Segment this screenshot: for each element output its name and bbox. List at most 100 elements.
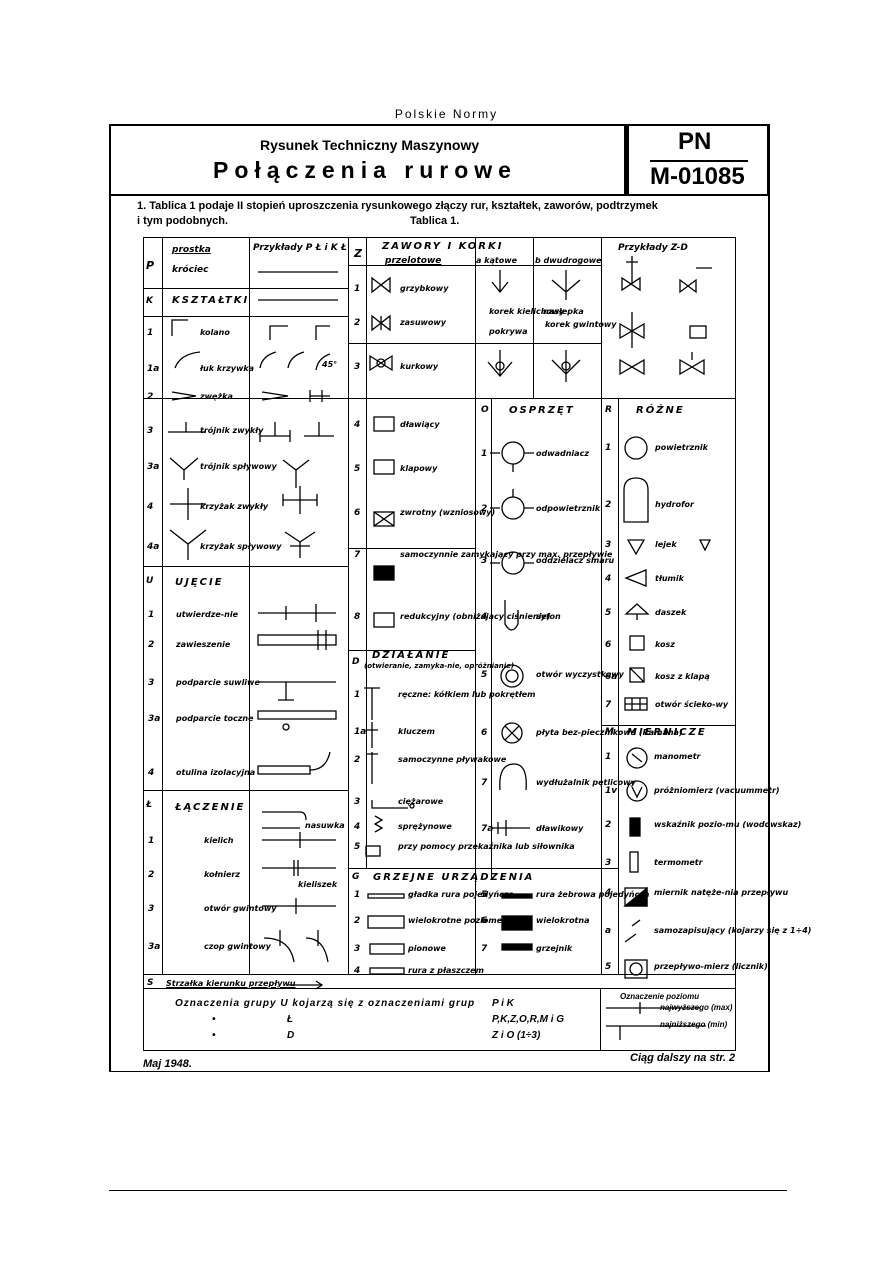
sheet-frame [109,196,769,1072]
m-row-number: a [605,926,612,936]
r-row-label: powietrznik [655,443,708,452]
footer-line3b: Z i O (1÷3) [492,1030,541,1041]
kielich-symbol [262,811,307,829]
u-row-label: zawieszenie [176,640,231,649]
d-row-number: 1 [354,690,361,700]
m-samozapis [624,919,641,943]
l-row-label: kołnierz [204,870,240,879]
z-row-number: 7 [354,550,361,560]
o-dlawikowy [492,820,530,836]
r-row-number: 1 [605,443,612,453]
najwyzszego: najwyższego (max) [660,1003,733,1012]
footer-date: Maj 1948. [143,1058,192,1070]
d-key: D [352,657,360,667]
o-row-number: 7a [481,824,494,834]
g-key: G [352,872,360,882]
z-key: Z [354,247,362,260]
zd-example-1 [621,256,641,292]
k-row-label: zwężka [200,392,233,401]
g-row-number: 4 [354,966,361,976]
g-wielokrotne [367,915,405,929]
z-row-label: klapowy [400,464,438,473]
g-wielokrotna [501,915,533,931]
k1-left [171,319,188,336]
u-row-number: 1 [148,610,155,620]
krzyzak-symbol [282,486,318,514]
d-row-number: 3 [354,797,361,807]
p-key: P [146,259,155,272]
k-row-label: trójnik zwykły [200,426,264,435]
valve-samoczynny [373,565,395,581]
r-lejek [626,539,646,556]
intro-line1: 1. Tablica 1 podaje II stopień uproszcze… [137,200,658,212]
g-row-number: 1 [354,890,361,900]
d-row-label: sprężynowe [398,822,452,831]
valve-zwrotny [373,511,395,527]
otulina-symbol [257,765,311,775]
z-row-number: 1 [354,284,361,294]
kolnierz-symbol [262,860,336,876]
d-przekaznik [365,845,381,857]
k-row-label: krzyżak zwykły [200,502,269,511]
title-block [109,124,626,196]
o-row-number: 3 [481,556,488,566]
katowy-1 [491,270,509,294]
valve-zasuwowy [371,314,391,332]
m-title: MIERNICZE [627,727,707,738]
u-row-number: 4 [148,768,155,778]
korek-kielichowy: korek kielichowy [489,307,565,316]
r-row-label: kosz [655,640,675,649]
level-min [606,1025,706,1040]
kolano-symbol [269,325,288,340]
s-label: Strzałka kierunku przepływu [166,979,296,988]
l-key: Ł [146,800,152,810]
r-row-label: daszek [655,608,687,617]
naslepka-label: nasłepka [543,307,584,316]
r-row-number: 6a [605,672,618,682]
k-row-number: 4 [147,502,154,512]
valve-klapowy [373,459,395,475]
g-plaszcz [369,967,405,975]
m-prozniomierz [626,780,648,802]
pk-header: Przykłady P Ł i K Ł [253,243,347,253]
z-row-label: redukcyjny (obniżający ciśnienie) [400,612,551,621]
o-key: O [481,405,489,415]
z-row-number: 4 [354,420,361,430]
k-row-number: 1 [147,328,154,338]
k-row-label: trójnik spływowy [200,462,277,471]
katowe-header: a kątowe [476,256,518,265]
arrow-symbol [288,980,324,990]
pn-divider [650,160,748,162]
o-wyczystkowy [500,664,524,688]
m-row-number: 1v [605,786,618,796]
g-zebrowa [501,893,533,899]
m-wskaznik [629,817,641,837]
o-row-number: 6 [481,728,488,738]
pokrywa-label: pokrywa [489,327,528,336]
pn-label: PN [678,128,712,155]
o-syfon [504,600,519,631]
r-key: R [605,405,612,415]
level-max [606,1002,700,1014]
d-row-label: ręczne: kółkiem lub pokrętłem [398,690,536,699]
o-row-label: wydłużalnik pętlicowy [536,778,636,787]
r-kosz-klapa [629,667,645,683]
r-row-number: 7 [605,700,612,710]
r-powietrznik [624,436,648,460]
d-plywak [366,752,378,784]
l-row-label: otwór gwintowy [204,904,277,913]
footer-next: Ciąg dalszy na str. 2 [630,1052,736,1064]
l-title: ŁĄCZENIE [175,802,246,813]
table-label: Tablica 1. [410,215,460,227]
o-row-number: 5 [481,670,488,680]
m-licznik [624,959,648,979]
d-row-label: przy pomocy przekaźnika lub siłownika [398,842,575,851]
r-row-label: lejek [655,540,677,549]
g-row-label: rura z płaszczem [408,966,484,975]
valve-redukcyjny [373,612,395,628]
z-row-number: 3 [354,362,361,372]
o-row-label: oddzielacz smaru [536,556,615,565]
m-row-label: termometr [654,858,703,867]
zd-example-3 [619,358,645,376]
m-row-label: próżniomierz (vacuummetr) [654,786,780,795]
